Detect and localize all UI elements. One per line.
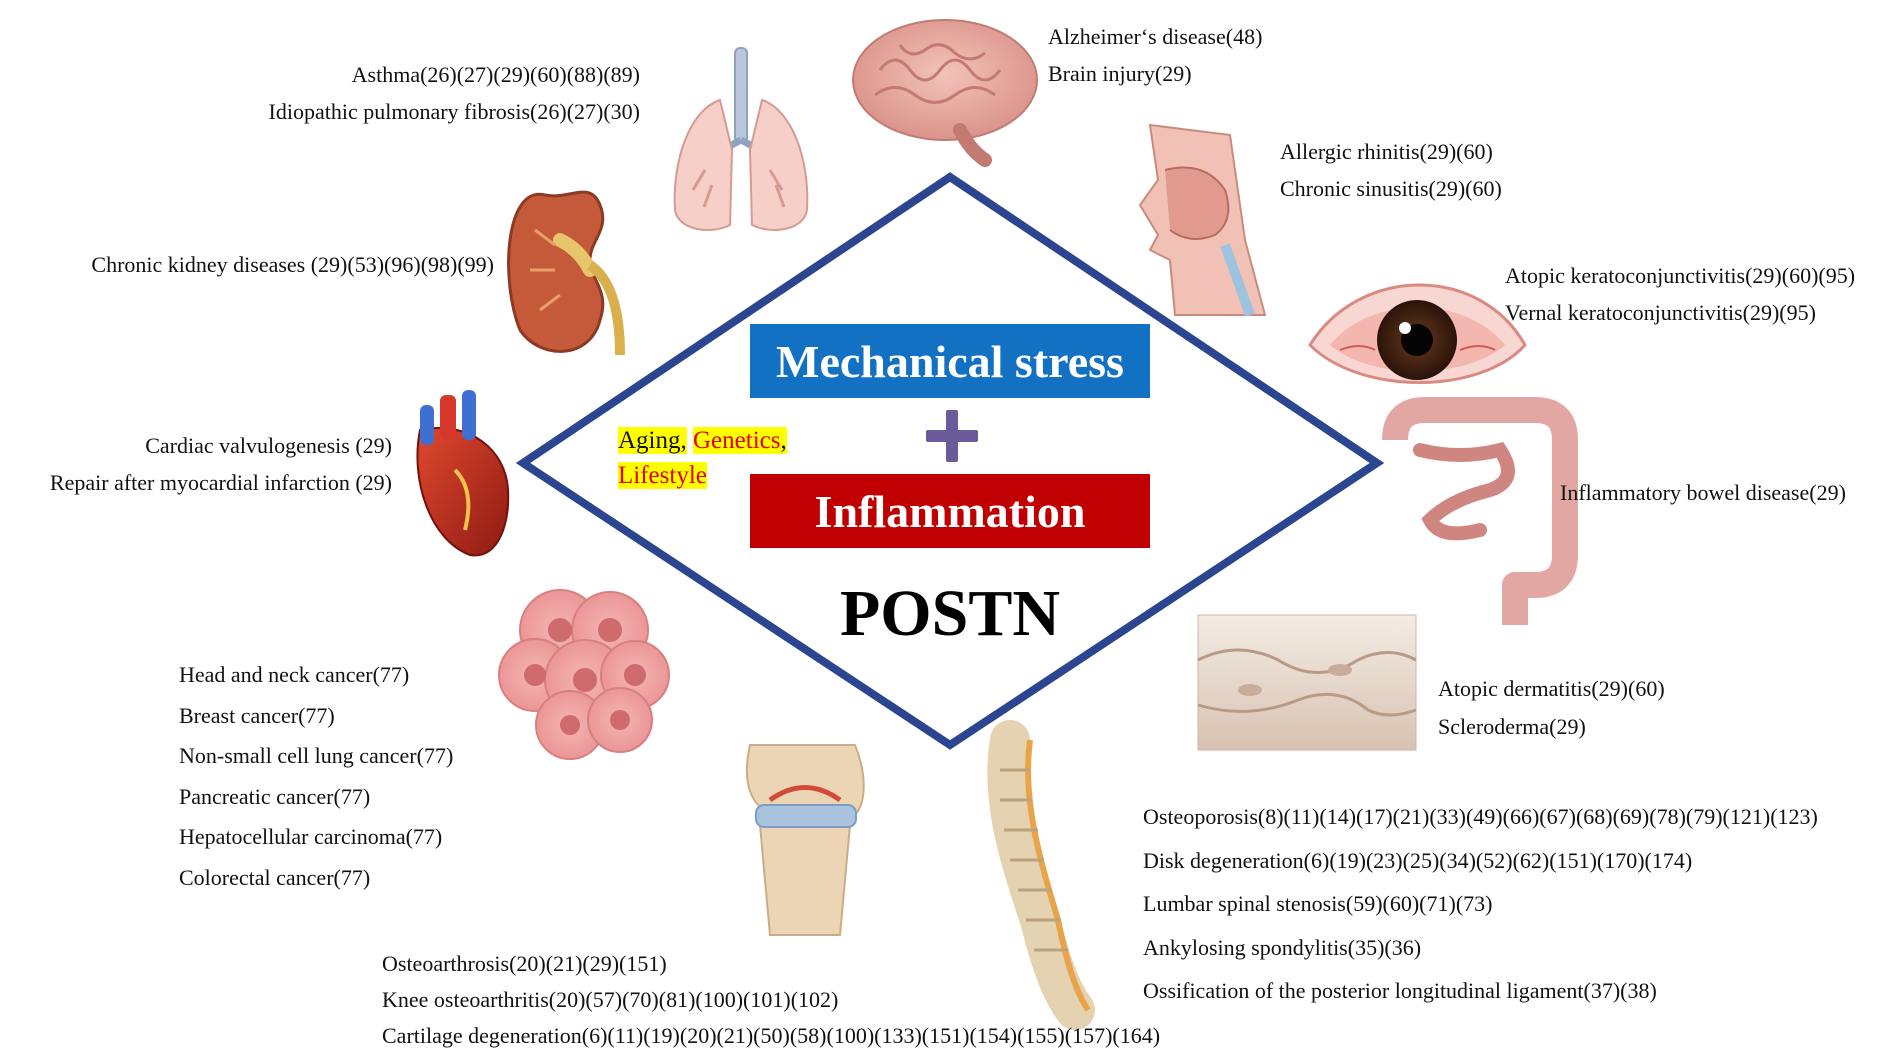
disease-label: Atopic keratoconjunctivitis(29)(60)(95) xyxy=(1505,263,1856,288)
postn-title: POSTN xyxy=(839,577,1061,650)
factor-aging: Aging xyxy=(618,427,681,454)
disease-label: Lumbar spinal stenosis(59)(60)(71)(73) xyxy=(1143,891,1493,916)
disease-label: Ankylosing spondylitis(35)(36) xyxy=(1143,934,1422,960)
disease-label: Colorectal cancer(77) xyxy=(179,864,371,890)
skin-layer-icon xyxy=(1197,614,1417,751)
factor-separator: , xyxy=(780,427,787,454)
disease-label: Osteoporosis(8)(11)(14)(17)(21)(33)(49)(… xyxy=(1143,804,1818,829)
kidney-icon xyxy=(507,190,625,356)
intestine-icon xyxy=(1382,397,1578,625)
disease-label: Brain injury(29) xyxy=(1048,61,1192,86)
disease-label: Osteoarthrosis(20)(21)(29)(151) xyxy=(382,951,667,976)
disease-label: Allergic rhinitis(29)(60) xyxy=(1280,139,1493,164)
disease-label: Cardiac valvulogenesis (29) xyxy=(145,433,392,458)
inflammation-label: Inflammation xyxy=(814,485,1086,537)
inflammation-box xyxy=(750,474,1150,548)
nasal-cavity-icon xyxy=(1138,123,1267,317)
disease-label: Chronic kidney diseases (29)(53)(96)(98)… xyxy=(91,252,494,277)
disease-label: Knee osteoarthritis(20)(57)(70)(81)(100)… xyxy=(382,987,839,1012)
disease-label: Repair after myocardial infarction (29) xyxy=(49,470,392,495)
eye-icon xyxy=(1308,283,1527,384)
mechanical-stress-label: Mechanical stress xyxy=(776,335,1124,387)
factor-separator: , xyxy=(680,427,687,454)
risk-factors: Aging, Genetics, Lifestyle xyxy=(618,423,787,493)
central-diamond xyxy=(515,172,1385,750)
plus-icon xyxy=(926,410,978,462)
knee-joint-icon xyxy=(745,744,865,936)
disease-label: Chronic sinusitis(29)(60) xyxy=(1280,176,1502,201)
disease-label: Vernal keratoconjunctivitis(29)(95) xyxy=(1505,300,1816,325)
disease-label: Atopic dermatitis(29)(60) xyxy=(1438,676,1665,701)
disease-label: Pancreatic cancer(77) xyxy=(179,783,371,809)
spine-icon xyxy=(987,720,1095,1030)
mechanical-stress-box xyxy=(750,324,1150,398)
disease-label: Cartilage degeneration(6)(11)(19)(20)(21… xyxy=(382,1023,1161,1048)
cancer-cells-icon xyxy=(498,589,670,760)
disease-label: Head and neck cancer(77) xyxy=(179,662,410,687)
disease-label: Ossification of the posterior longitudin… xyxy=(1143,978,1657,1003)
disease-label: Asthma(26)(27)(29)(60)(88)(89) xyxy=(351,62,640,87)
disease-label: Breast cancer(77) xyxy=(179,702,335,728)
factor-genetics: Genetics xyxy=(693,427,781,454)
disease-label: Alzheimer‘s disease(48) xyxy=(1048,24,1263,49)
heart-icon xyxy=(416,390,510,557)
disease-label: Scleroderma(29) xyxy=(1438,714,1586,739)
disease-label: Idiopathic pulmonary fibrosis(26)(27)(30… xyxy=(268,99,640,124)
disease-label: Inflammatory bowel disease(29) xyxy=(1560,480,1846,505)
lungs-icon xyxy=(673,47,809,231)
disease-label: Disk degeneration(6)(19)(23)(25)(34)(52)… xyxy=(1143,847,1693,873)
factor-lifestyle: Lifestyle xyxy=(618,462,707,489)
disease-label: Non-small cell lung cancer(77) xyxy=(179,743,454,768)
brain-icon xyxy=(852,19,1038,167)
disease-label: Hepatocellular carcinoma(77) xyxy=(179,824,443,849)
